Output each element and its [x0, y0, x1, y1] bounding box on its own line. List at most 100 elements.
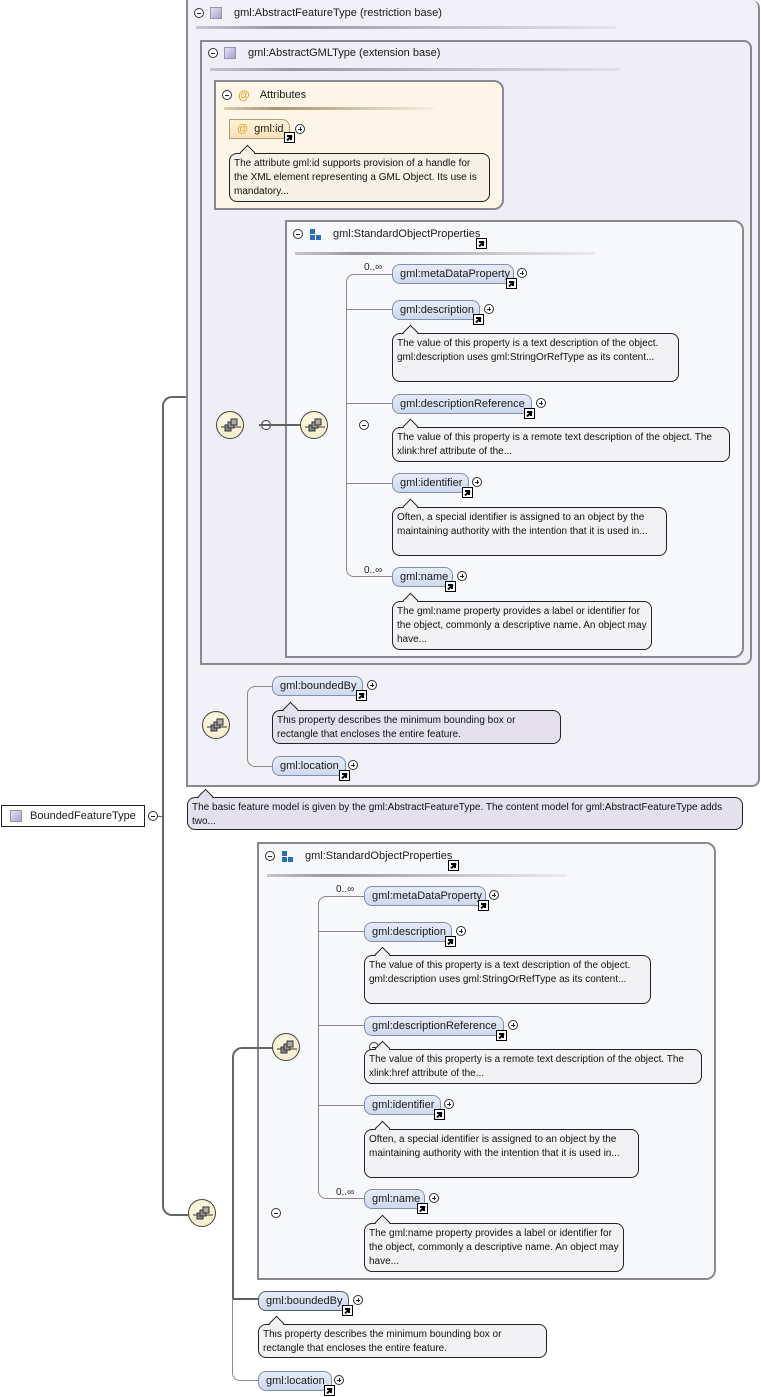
occurrence-label: 0..∞	[336, 884, 355, 895]
link-arrow-icon[interactable]	[324, 1385, 335, 1396]
connector	[232, 1298, 259, 1381]
link-arrow-icon[interactable]	[478, 900, 489, 911]
complex-type-icon	[10, 810, 22, 822]
occurrence-label: 0..∞	[364, 262, 383, 273]
element-description[interactable]: gml:description	[364, 922, 452, 942]
description-annotation: The value of this property is a text des…	[364, 955, 651, 1004]
header-rule	[224, 107, 434, 110]
element-bounded-by-bottom[interactable]: gml:boundedBy	[258, 1291, 349, 1311]
element-description-reference[interactable]: gml:descriptionReference	[364, 1016, 504, 1036]
collapse-group-button[interactable]	[265, 851, 275, 861]
sequence-icon	[221, 418, 241, 432]
element-identifier[interactable]: gml:identifier	[364, 1095, 441, 1115]
expand-button[interactable]	[429, 1193, 439, 1203]
link-arrow-icon[interactable]	[339, 770, 350, 781]
link-arrow-icon[interactable]	[445, 581, 456, 592]
link-arrow-icon[interactable]	[462, 487, 473, 498]
collapse-restriction-button[interactable]	[194, 8, 204, 18]
link-arrow-icon[interactable]	[476, 238, 487, 249]
connector	[158, 816, 163, 817]
description-annotation: The value of this property is a text des…	[392, 333, 679, 382]
description-reference-annotation: The value of this property is a remote t…	[392, 427, 730, 462]
sequence-compositor-2[interactable]	[300, 411, 328, 439]
sequence-compositor-4[interactable]	[188, 1199, 216, 1227]
header-rule	[295, 252, 595, 255]
element-location-bottom[interactable]: gml:location	[258, 1371, 332, 1391]
element-bounded-by-top[interactable]: gml:boundedBy	[272, 676, 363, 696]
group-label: gml:StandardObjectProperties	[333, 228, 481, 240]
element-name[interactable]: gml:name	[392, 567, 453, 587]
link-arrow-icon[interactable]	[445, 936, 456, 947]
sequence-icon	[305, 418, 325, 432]
link-arrow-icon[interactable]	[356, 690, 367, 701]
expand-button[interactable]	[508, 1020, 518, 1030]
complex-type-icon	[224, 47, 236, 59]
connector	[346, 309, 392, 310]
link-arrow-icon[interactable]	[342, 1305, 353, 1316]
expand-button[interactable]	[456, 926, 466, 936]
collapse-sequence-button[interactable]	[359, 420, 370, 430]
root-type-annotation: The basic feature model is given by the …	[187, 797, 743, 830]
element-name[interactable]: gml:name	[364, 1189, 425, 1209]
element-identifier[interactable]: gml:identifier	[392, 473, 469, 493]
link-arrow-icon[interactable]	[473, 314, 484, 325]
link-arrow-icon[interactable]	[524, 408, 535, 419]
collapse-group-button[interactable]	[293, 229, 303, 239]
collapse-sequence-button[interactable]	[271, 1208, 282, 1218]
expand-button[interactable]	[334, 1375, 344, 1385]
root-trunk-connector	[162, 396, 188, 1216]
expand-button[interactable]	[353, 1295, 363, 1305]
collapse-attributes-button[interactable]	[222, 90, 232, 100]
occurrence-label: 0..∞	[364, 565, 383, 576]
element-description-reference[interactable]: gml:descriptionReference	[392, 394, 532, 414]
sequence-branch-connector	[346, 274, 392, 577]
attribute-gml-id[interactable]: @gml:id	[229, 119, 290, 139]
expand-button[interactable]	[484, 304, 494, 314]
element-metadataproperty[interactable]: gml:metaDataProperty	[364, 886, 486, 906]
group-icon	[309, 228, 321, 240]
connector	[346, 483, 392, 484]
sequence-compositor-3[interactable]	[202, 711, 230, 739]
header-rule	[196, 26, 616, 29]
group-icon	[281, 850, 293, 862]
collapse-extension-button[interactable]	[208, 48, 218, 58]
sequence-branch-connector	[232, 1047, 274, 1300]
complex-type-icon	[210, 7, 222, 19]
link-arrow-icon[interactable]	[448, 860, 459, 871]
identifier-annotation: Often, a special identifier is assigned …	[364, 1129, 639, 1178]
occurrence-label: 0..∞	[336, 1187, 355, 1198]
connector	[318, 1025, 364, 1026]
attribute-gml-id-annotation: The attribute gml:id supports provision …	[229, 153, 490, 202]
expand-button[interactable]	[367, 680, 377, 690]
expand-button[interactable]	[295, 124, 305, 134]
sequence-compositor-1[interactable]	[216, 411, 244, 439]
link-arrow-icon[interactable]	[506, 278, 517, 289]
identifier-annotation: Often, a special identifier is assigned …	[392, 507, 667, 556]
expand-button[interactable]	[444, 1099, 454, 1109]
restriction-base-label: gml:AbstractFeatureType (restriction bas…	[234, 7, 442, 19]
link-arrow-icon[interactable]	[434, 1109, 445, 1120]
element-description[interactable]: gml:description	[392, 300, 480, 320]
element-metadataproperty[interactable]: gml:metaDataProperty	[392, 264, 514, 284]
extension-base-label: gml:AbstractGMLType (extension base)	[248, 47, 441, 59]
sequence-icon	[277, 1040, 297, 1054]
group-label: gml:StandardObjectProperties	[305, 850, 453, 862]
expand-button[interactable]	[517, 268, 527, 278]
expand-button[interactable]	[536, 398, 546, 408]
sequence-branch-connector	[318, 896, 364, 1199]
link-arrow-icon[interactable]	[284, 132, 295, 143]
collapse-root-button[interactable]	[148, 811, 158, 821]
bounded-by-annotation-bottom: This property describes the minimum boun…	[258, 1324, 547, 1358]
sequence-compositor-5[interactable]	[272, 1033, 300, 1061]
element-location-top[interactable]: gml:location	[272, 756, 346, 776]
connector	[346, 403, 392, 404]
link-arrow-icon[interactable]	[417, 1203, 428, 1214]
expand-button[interactable]	[457, 571, 467, 581]
expand-button[interactable]	[348, 760, 358, 770]
expand-button[interactable]	[472, 477, 482, 487]
attribute-label: gml:id	[254, 123, 284, 135]
root-type-node[interactable]: BoundedFeatureType	[1, 805, 145, 827]
link-arrow-icon[interactable]	[496, 1030, 507, 1041]
expand-button[interactable]	[489, 890, 499, 900]
description-reference-annotation: The value of this property is a remote t…	[364, 1049, 702, 1084]
